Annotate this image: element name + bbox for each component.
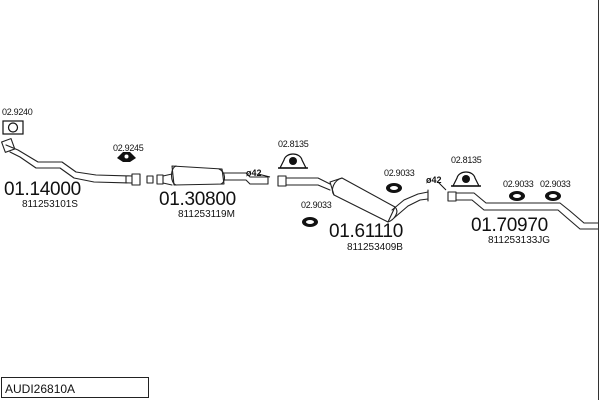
exhaust-clamp-icon <box>278 153 308 169</box>
exhaust-clamp-icon <box>451 171 481 187</box>
accessory-code: 02.9033 <box>384 168 415 178</box>
connector-sleeve-drawing <box>146 174 164 185</box>
middle-silencer-drawing <box>277 175 429 223</box>
pipe-diameter-label: ø42 <box>426 175 442 185</box>
part-number: 01.30800 <box>159 189 236 210</box>
part-number: 01.70970 <box>471 215 548 236</box>
accessory-code: 02.9033 <box>540 179 571 189</box>
gasket-icon <box>2 120 24 135</box>
part-number: 01.61110 <box>329 221 404 242</box>
centre-silencer-drawing <box>162 165 269 186</box>
pipe-diameter-label: ø42 <box>246 168 262 178</box>
rubber-hanger-icon <box>117 152 136 162</box>
accessory-code: 02.8135 <box>451 155 482 165</box>
accessory-code: 02.9033 <box>301 200 332 210</box>
accessory-code: 02.9240 <box>2 107 33 117</box>
accessory-code: 02.9245 <box>113 143 144 153</box>
accessory-code: 02.9033 <box>503 179 534 189</box>
diagram-code-label: AUDI26810A <box>1 377 149 398</box>
oem-number: 811253101S <box>22 199 78 210</box>
front-pipe-drawing <box>1 138 141 186</box>
right-border <box>598 0 599 400</box>
oem-number: 811253133JG <box>488 235 551 246</box>
accessory-code: 02.8135 <box>278 139 309 149</box>
rear-silencer-drawing <box>447 191 599 230</box>
part-number: 01.14000 <box>4 179 81 200</box>
oem-number: 811253409B <box>347 242 403 253</box>
oem-number: 811253119M <box>178 209 235 220</box>
